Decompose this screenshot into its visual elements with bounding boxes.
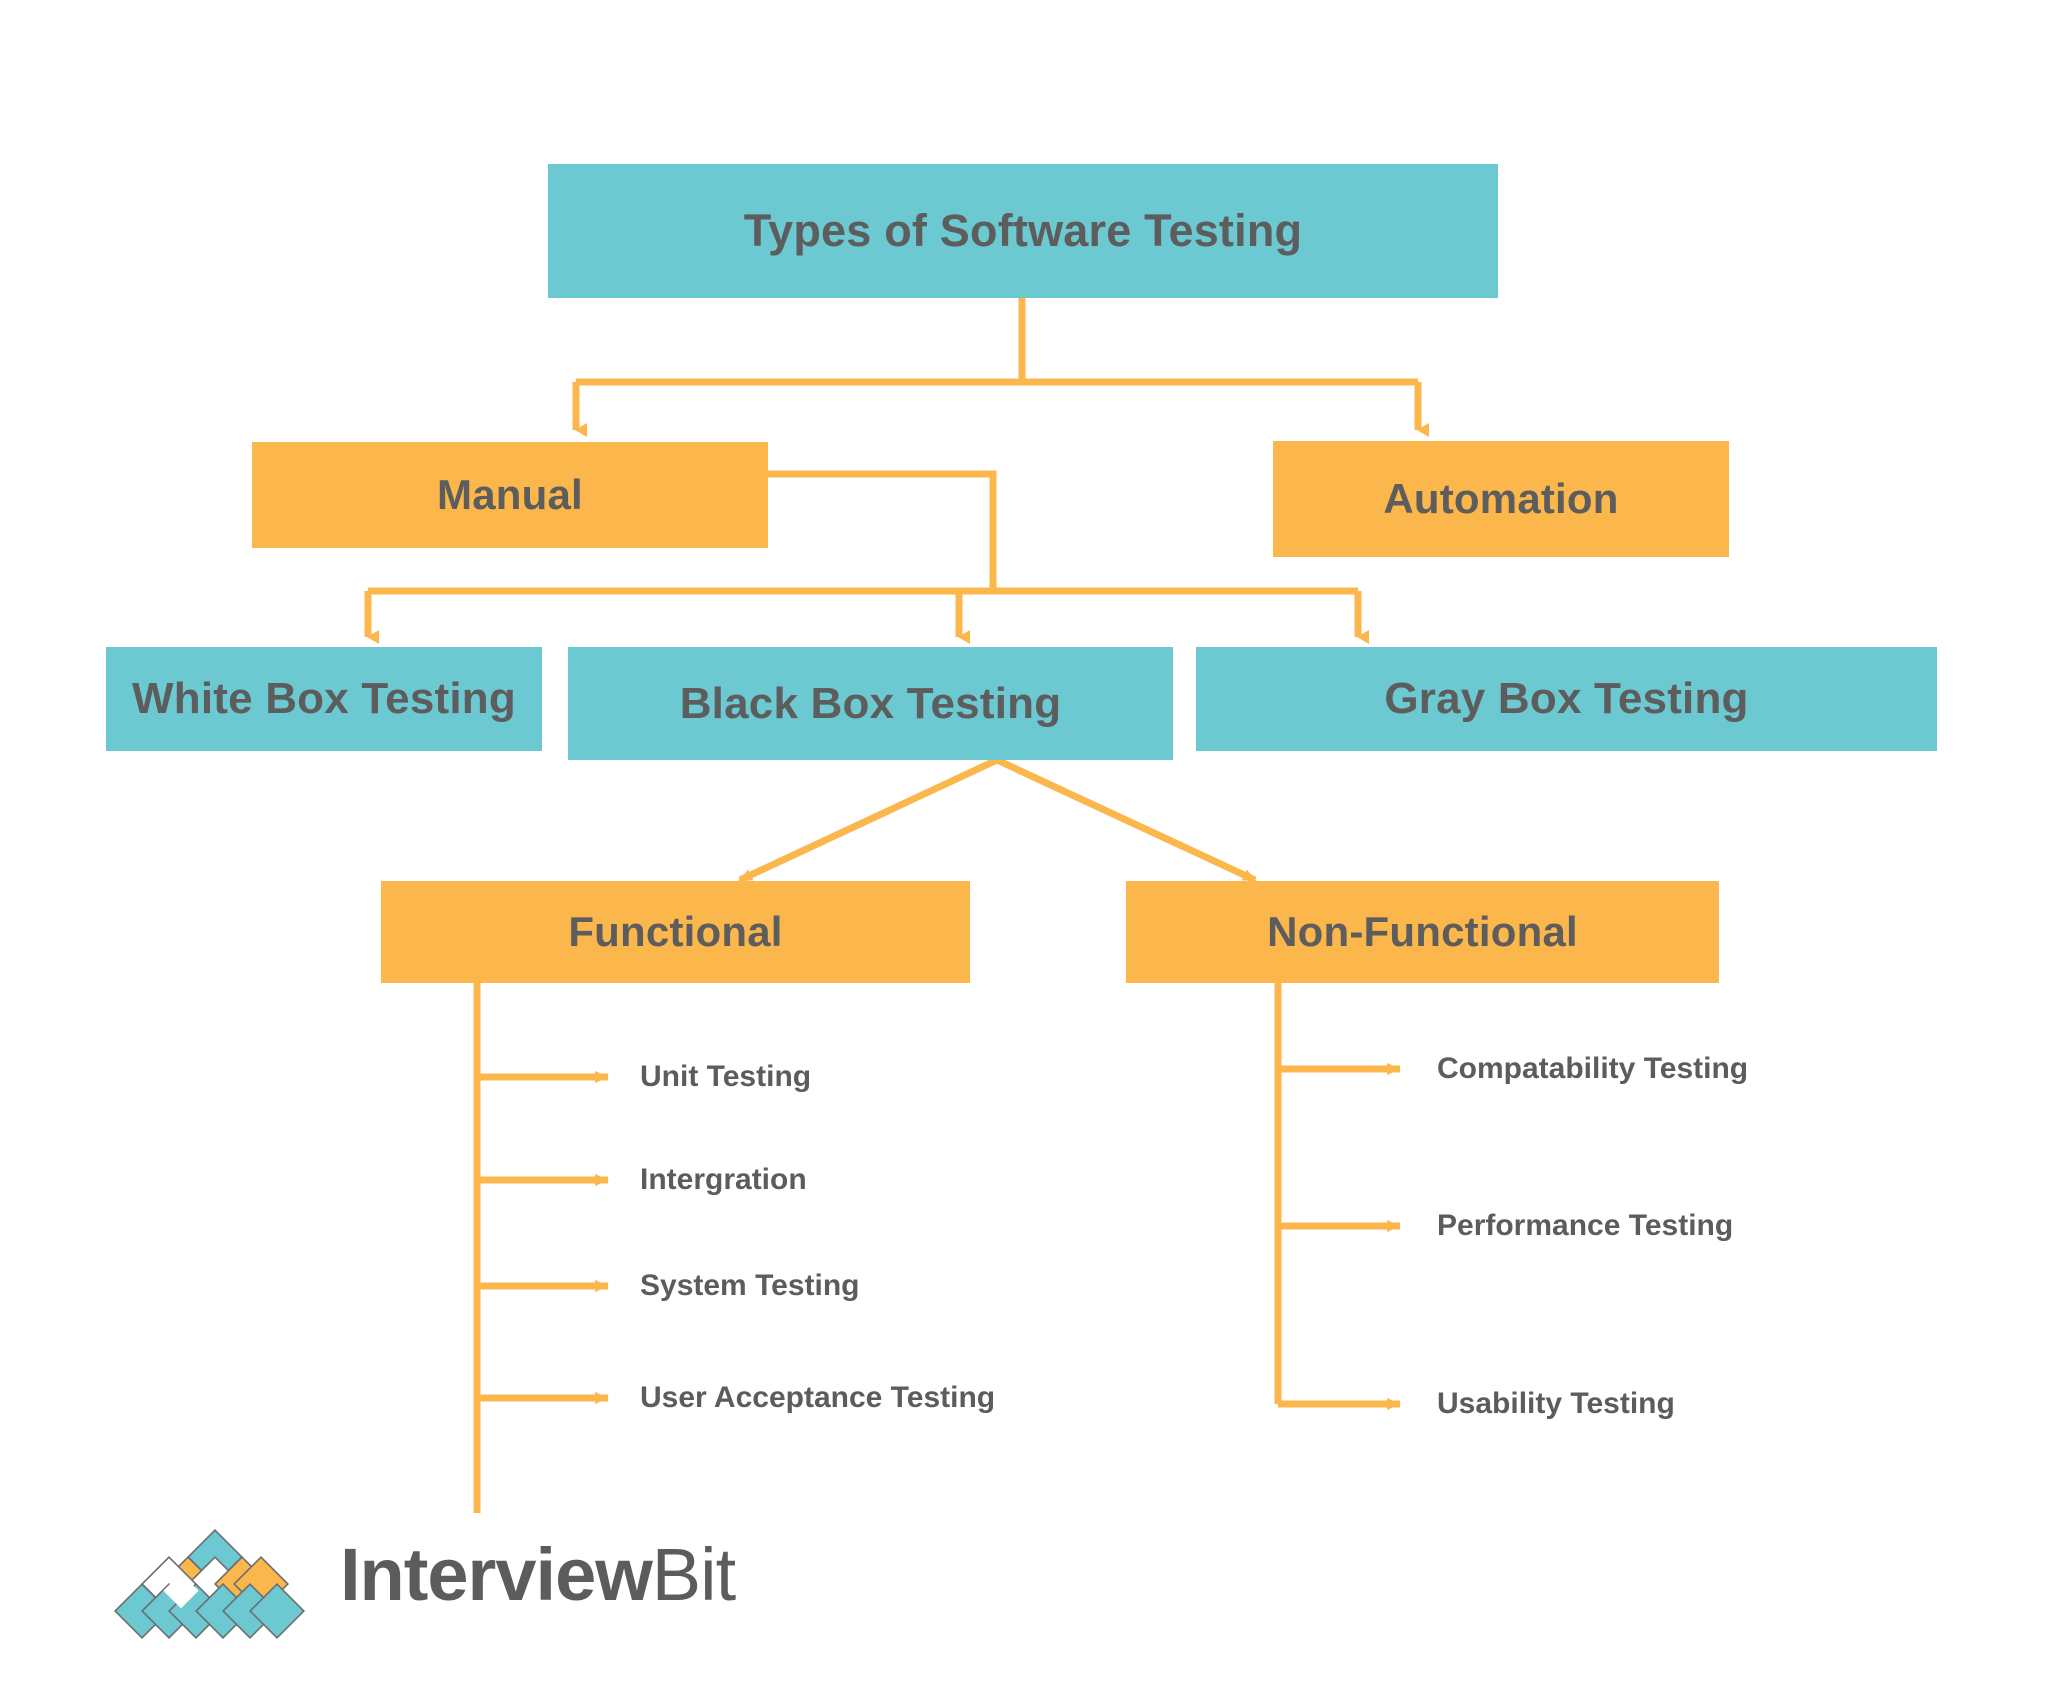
node-automation[interactable]: Automation	[1273, 441, 1729, 557]
leaf-unit-testing: Unit Testing	[640, 1060, 812, 1093]
node-root[interactable]: Types of Software Testing	[548, 164, 1498, 298]
node-gray-box-testing[interactable]: Gray Box Testing	[1196, 647, 1937, 751]
leaf-performance-testing: Performance Testing	[1437, 1209, 1734, 1242]
leaf-system-testing: System Testing	[640, 1269, 860, 1302]
leaf-compatability-testing: Compatability Testing	[1437, 1052, 1749, 1085]
edge-manual-drop	[768, 470, 997, 591]
interviewbit-wordmark: InterviewBit	[340, 1532, 736, 1617]
leaf-intergration: Intergration	[640, 1163, 807, 1196]
edge-blackbox-to-functional	[738, 756, 999, 884]
logo-word-interview: Interview	[340, 1533, 653, 1616]
node-manual[interactable]: Manual	[252, 442, 768, 548]
node-non-functional[interactable]: Non-Functional	[1126, 881, 1719, 983]
logo-word-bit: Bit	[651, 1533, 736, 1616]
interviewbit-logo: InterviewBit	[100, 1518, 736, 1653]
leaf-usability-testing: Usability Testing	[1437, 1387, 1675, 1420]
interviewbit-diamond-mark	[113, 1528, 306, 1640]
edge-blackbox-to-nonfunctional	[995, 756, 1257, 884]
node-functional[interactable]: Functional	[381, 881, 970, 983]
node-white-box-testing[interactable]: White Box Testing	[106, 647, 542, 751]
leaf-user-acceptance-testing: User Acceptance Testing	[640, 1381, 996, 1414]
node-black-box-testing[interactable]: Black Box Testing	[568, 647, 1173, 760]
